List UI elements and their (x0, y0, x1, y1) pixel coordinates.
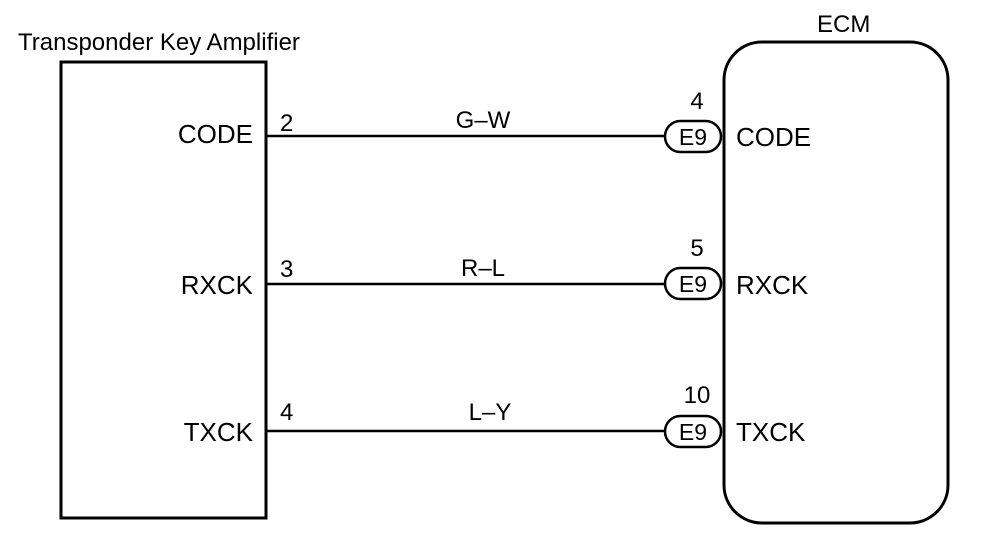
ecm-pin-txck: 10 (684, 382, 711, 409)
ecm-title: ECM (817, 11, 870, 38)
amplifier-box (59, 60, 268, 520)
ecm-pin-code: 4 (690, 88, 703, 115)
wire-color-rxck: R–L (461, 255, 505, 282)
connector-label-txck: E9 (679, 419, 707, 445)
amplifier-signal-rxck: RXCK (181, 270, 254, 300)
ecm-signal-txck: TXCK (736, 417, 806, 447)
wire-color-txck: L–Y (469, 399, 512, 426)
ecm: ECM E9 E9 E9 4 5 10 CODE RXCK TXCK (663, 11, 950, 525)
wires: G–W R–L L–Y (266, 107, 665, 433)
ecm-signal-code: CODE (736, 122, 811, 152)
transponder-key-amplifier: Transponder Key Amplifier CODE RXCK TXCK… (18, 29, 300, 520)
connector-label-code: E9 (679, 124, 707, 150)
ecm-pin-rxck: 5 (690, 235, 703, 262)
amplifier-signal-code: CODE (178, 119, 253, 149)
connector-e9-txck (663, 414, 723, 449)
ecm-box (722, 40, 950, 525)
wire-color-code: G–W (456, 107, 511, 134)
amplifier-title: Transponder Key Amplifier (18, 29, 300, 56)
connector-e9-code (663, 119, 723, 154)
ecm-signal-rxck: RXCK (736, 270, 809, 300)
amplifier-pin-rxck: 3 (280, 256, 293, 283)
amplifier-signal-txck: TXCK (184, 417, 254, 447)
amplifier-pin-code: 2 (280, 110, 293, 137)
connector-e9-rxck (663, 266, 723, 301)
amplifier-pin-txck: 4 (280, 399, 293, 426)
connector-label-rxck: E9 (679, 271, 707, 297)
